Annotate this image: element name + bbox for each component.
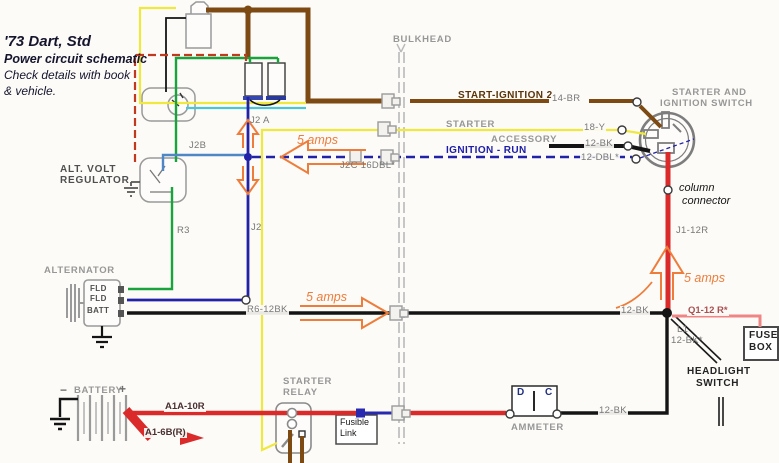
relay-label-line1: STARTER xyxy=(283,376,333,387)
wire-ignition-run-inside-switch xyxy=(639,138,695,159)
arrow-left-5amps xyxy=(279,139,366,175)
wire-label-start-ignition-2: START-IGNITION 2 xyxy=(458,90,553,101)
headlight-switch-label-line1: HEADLIGHT xyxy=(687,366,751,377)
alternator-terminal-fld2: FLD xyxy=(90,294,107,303)
distributor xyxy=(141,87,196,122)
diagram-subtitle: Power circuit schematic xyxy=(4,52,148,66)
alternator xyxy=(66,279,124,349)
wire-brown-main xyxy=(206,7,390,104)
ammeter-terminal-c: C xyxy=(545,387,553,398)
arrow-down-j2 xyxy=(236,166,260,196)
wire-label-q1-12r: Q1-12 R* xyxy=(687,305,729,316)
battery-label: BATTERY xyxy=(74,385,123,396)
alternator-terminal-batt: BATT xyxy=(87,306,110,315)
wire-green-ballast xyxy=(174,56,280,162)
fusible-link-box xyxy=(335,414,378,445)
fuse-box-label-line1: FUSE xyxy=(749,330,779,341)
wire-label-starter: STARTER xyxy=(446,119,496,130)
ballast-resistor xyxy=(243,62,286,100)
wire-label-j2: J2 xyxy=(251,222,262,233)
wire-ballast-jumper-black xyxy=(249,99,281,106)
switch-title-line1: STARTER AND xyxy=(672,87,747,98)
battery xyxy=(50,395,128,441)
battery-minus: − xyxy=(60,383,68,397)
alternator-label: ALTERNATOR xyxy=(44,265,115,276)
ignition-coil xyxy=(185,1,212,49)
column-connector-line1: column xyxy=(679,182,715,194)
wire-label-14-br: 14-BR xyxy=(551,93,582,104)
wire-label-a1-6br: A1-6B(R) xyxy=(144,427,187,438)
fuse-box xyxy=(743,326,779,361)
bulkhead-label: BULKHEAD xyxy=(393,34,452,45)
ammeter xyxy=(511,385,558,417)
fuse-box-label-line2: BOX xyxy=(749,342,773,353)
regulator-label-line1: ALT. VOLT xyxy=(60,164,117,175)
junctions-and-connectors xyxy=(241,5,673,430)
wire-j2-j2a xyxy=(127,97,250,302)
arrow-up-5amps xyxy=(649,245,685,300)
wire-start-ignition-2 xyxy=(410,99,663,129)
headlight-switch-symbol xyxy=(670,315,724,426)
bulkhead-line xyxy=(396,43,406,444)
switch-title-line2: IGNITION SWITCH xyxy=(660,98,753,109)
wire-label-12-bk-main: 12-BK xyxy=(620,305,650,316)
wire-label-r6-12bk: R6-12BK xyxy=(246,304,289,315)
headlight-switch-label-line2: SWITCH xyxy=(696,378,740,389)
amps-label-mid: 5 amps xyxy=(306,290,347,304)
ammeter-terminal-d: D xyxy=(517,387,525,398)
column-connector-line2: connector xyxy=(682,195,731,207)
wire-12bk-ammeter xyxy=(561,313,669,415)
fusible-link-label-line2: Link xyxy=(340,428,357,438)
wire-label-r3: R3 xyxy=(177,225,190,236)
wire-q1-12r xyxy=(672,314,762,327)
amps-label-top: 5 amps xyxy=(297,133,338,147)
arrow-up-j2a xyxy=(236,118,260,148)
relay-label-line2: RELAY xyxy=(283,387,318,398)
wire-label-12-bk-ammeter: 12-BK xyxy=(598,405,628,416)
wire-relay-brown-leads xyxy=(288,430,304,463)
wire-r3-green xyxy=(128,187,174,291)
wire-label-l1-line2: 12-BK* xyxy=(671,335,703,346)
wire-red-dashed xyxy=(133,53,248,162)
wire-label-j1-12r: J1-12R xyxy=(676,225,709,236)
amps-label-right: 5 amps xyxy=(684,271,725,285)
ammeter-label: AMMETER xyxy=(511,422,564,433)
wire-label-j2c-16dbl: J2C 16DBL* xyxy=(340,160,396,171)
arrow-curl xyxy=(615,281,653,309)
wire-label-j2a: J2 A xyxy=(250,115,270,126)
current-flow-arrows xyxy=(236,118,685,330)
diagram-note-line1: Check details with book xyxy=(4,68,131,82)
wire-coil-distributor-black xyxy=(165,17,186,92)
diagram-note-line2: & vehicle. xyxy=(4,84,57,98)
battery-plus: + xyxy=(119,382,127,396)
wire-label-12-bk-accessory: 12-BK xyxy=(584,138,614,149)
wire-label-a1a-10r: A1A-10R xyxy=(164,401,206,412)
fusible-link-junction xyxy=(356,408,365,418)
wire-j2b xyxy=(161,153,246,171)
alternator-terminal-fld1: FLD xyxy=(90,284,107,293)
wire-starter-yellow xyxy=(260,128,618,452)
wire-label-18-y: 18-Y xyxy=(583,122,607,133)
wire-label-12-dbl: 12-DBL* xyxy=(580,152,621,163)
wire-label-ignition-run: IGNITION - RUN xyxy=(446,145,527,156)
voltage-regulator xyxy=(124,157,187,203)
wire-label-l1-line1: L1 xyxy=(677,324,689,335)
diagram-title: '73 Dart, Std xyxy=(4,33,91,50)
fusible-link-label-line1: Fusible xyxy=(340,417,370,427)
wire-starter-yellow-stub xyxy=(625,129,647,136)
arrow-right-5amps xyxy=(300,296,391,330)
title-block: '73 Dart, Std Power circuit schematic Ch… xyxy=(4,33,147,98)
regulator-label-line2: REGULATOR xyxy=(60,175,130,186)
wire-label-accessory: ACCESSORY xyxy=(491,134,558,145)
wire-label-j2b: J2B xyxy=(189,140,207,151)
